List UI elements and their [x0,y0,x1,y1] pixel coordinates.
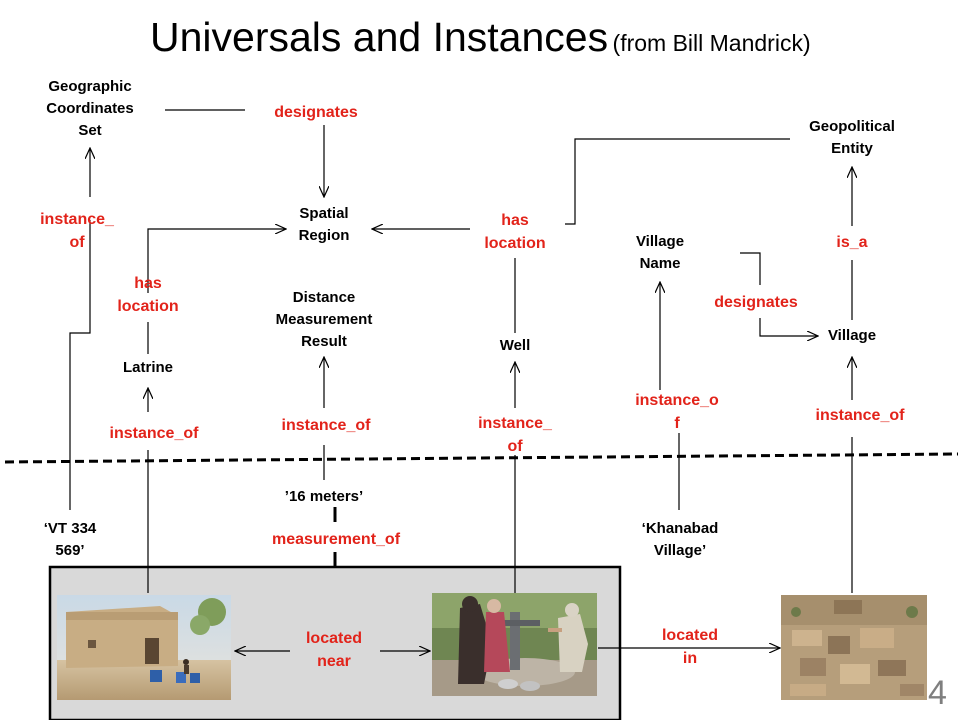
slide-title: Universals and Instances (from Bill Mand… [150,14,950,61]
relation-instance-of-coordinates: instance_ of [40,211,114,251]
node-vt-coordinates: ‘VT 334 569’ [43,520,97,559]
connector-latrine-to-spatial [147,229,286,293]
node-village-name: Village Name [635,233,685,272]
connector-vname-to-designates [740,252,761,285]
connector-hasloc-to-geopolitical [565,138,790,225]
connector-designates-to-village [759,318,818,336]
relation-is-a: is_a [836,234,868,251]
relation-measurement-of: measurement_of [271,531,401,548]
node-distance-measurement-result: Distance Measurement Result [275,289,373,350]
relation-has-location-latrine: has location [117,275,179,315]
relation-designates-coordinates: designates [274,104,358,121]
latrine-photo [57,595,231,700]
relation-instance-of-distance: instance_of [281,417,371,434]
relation-instance-of-well: instance_ of [478,415,552,455]
node-khanabad-village: ‘Khanabad Village’ [641,520,719,559]
page-number: 4 [928,674,947,712]
node-geopolitical-entity: Geopolitical Entity [809,118,895,157]
node-village: Village [827,327,877,344]
relation-located-in: located in [661,627,718,667]
relation-instance-of-latrine: instance_of [109,425,199,442]
village-photo [781,595,927,700]
node-16-meters: ’16 meters’ [284,488,364,505]
well-photo [432,593,597,696]
title-main: Universals and Instances [150,14,609,60]
node-latrine: Latrine [122,359,173,376]
relation-has-location-well: has location [484,212,546,252]
universal-instance-divider [4,452,959,464]
connector-vt-up [69,220,91,510]
relation-instance-of-village-name: instance_o f [635,392,719,432]
relation-instance-of-village: instance_of [815,407,905,424]
title-subtitle: (from Bill Mandrick) [612,30,811,56]
node-geographic-coordinates-set: Geographic Coordinates Set [46,78,134,139]
relation-designates-village: designates [714,294,798,311]
node-spatial-region: Spatial Region [298,205,350,244]
relation-located-near: located near [305,630,362,670]
node-well: Well [499,337,531,354]
